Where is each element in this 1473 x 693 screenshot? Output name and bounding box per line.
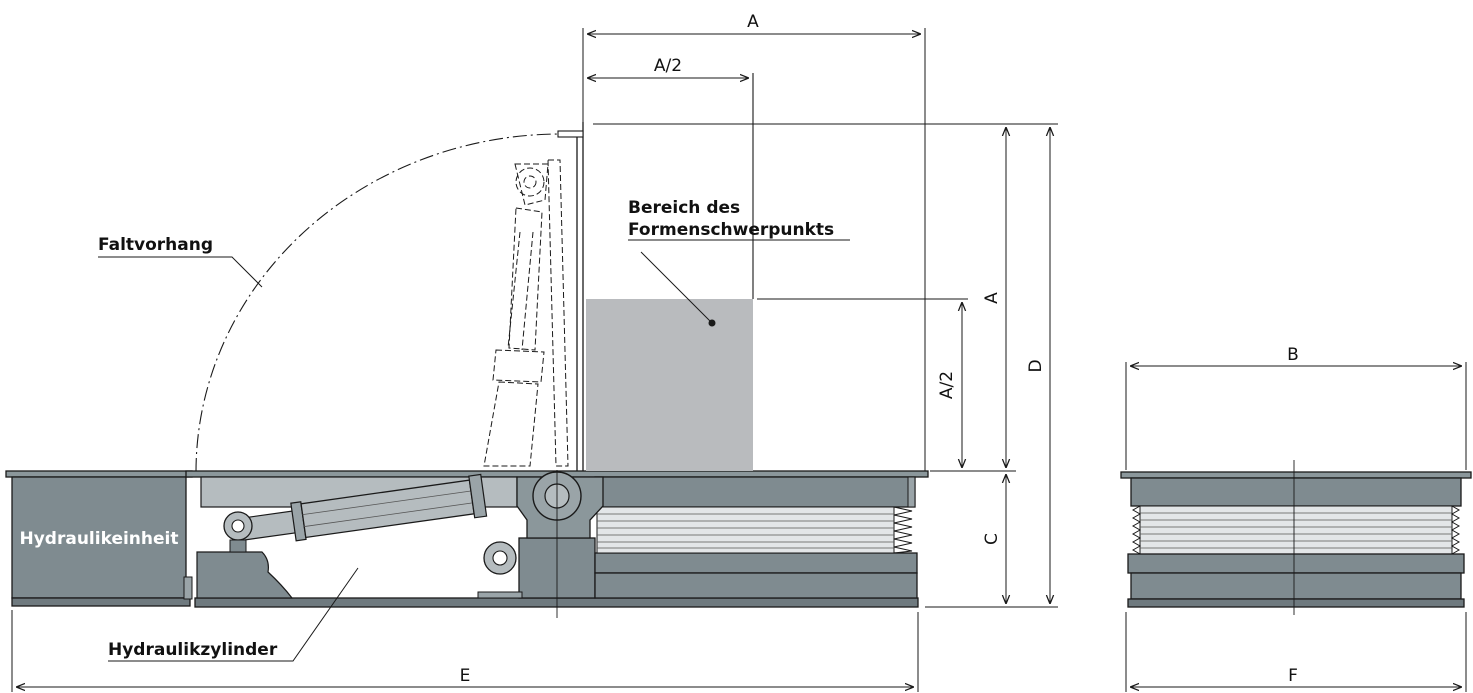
base-frame	[194, 537, 919, 608]
dim-label-f: F	[1288, 666, 1298, 686]
leader-lines	[98, 239, 850, 662]
bellows-side	[596, 506, 913, 554]
side-view	[5, 73, 968, 618]
dim-label-e: E	[460, 666, 471, 686]
dim-label-a-half-top: A/2	[654, 56, 682, 76]
dim-label-b: B	[1287, 345, 1299, 365]
label-faltvorhang: Faltvorhang	[98, 235, 213, 255]
pivot-housing	[516, 471, 604, 539]
mold-center-area	[586, 299, 753, 471]
label-bereich-line2: Formenschwerpunkts	[628, 220, 834, 240]
label-bereich-line1: Bereich des	[628, 198, 740, 218]
label-hydraulikeinheit: Hydraulikeinheit	[20, 529, 179, 549]
front-view	[1120, 460, 1472, 615]
dim-label-c: C	[982, 533, 1002, 545]
dim-label-a-top: A	[747, 12, 759, 32]
dim-label-d: D	[1026, 359, 1046, 372]
vertical-plate	[557, 122, 584, 471]
tilted-table-ghost	[483, 159, 569, 467]
dim-label-a-half-right: A/2	[937, 371, 957, 399]
hydraulic-cylinder	[223, 473, 517, 575]
folding-curtain-arc	[195, 133, 561, 473]
dim-label-a-right: A	[982, 292, 1002, 304]
hydraulic-unit	[5, 470, 193, 607]
label-hydraulikzylinder: Hydraulikzylinder	[108, 640, 278, 660]
dimension-lines	[11, 28, 1467, 692]
